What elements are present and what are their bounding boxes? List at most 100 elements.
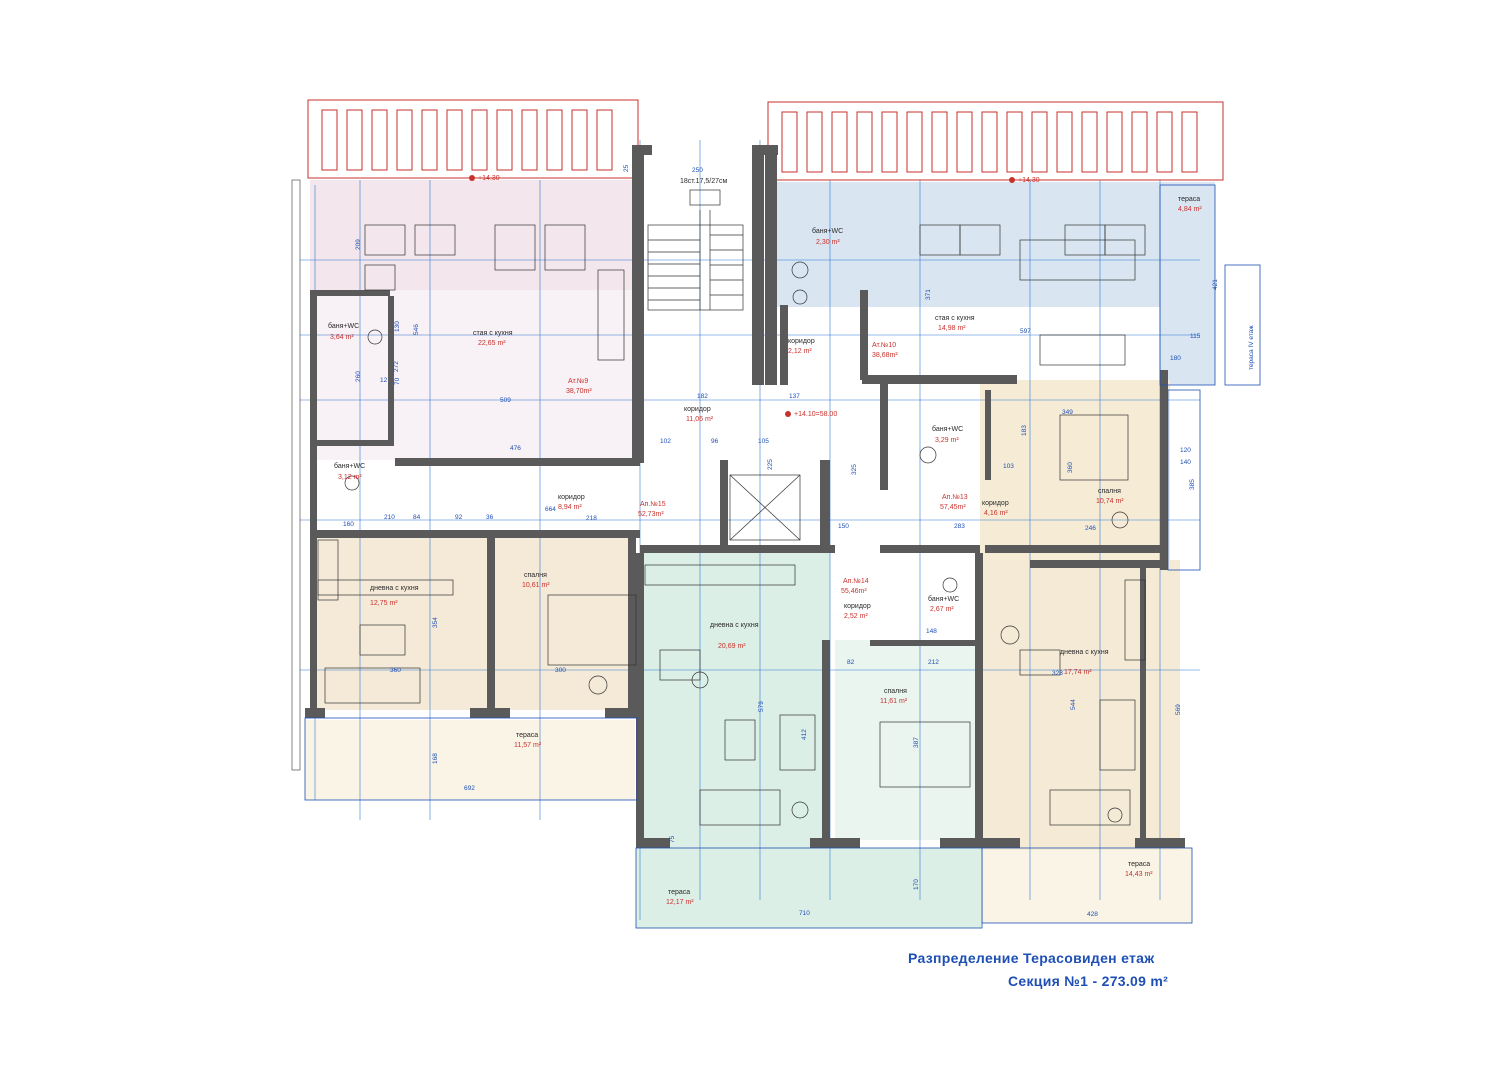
dim-label: 96 bbox=[711, 438, 719, 445]
dim-label: 428 bbox=[1087, 911, 1098, 918]
dim-label: 246 bbox=[1085, 525, 1096, 532]
room-area: 2,30 m² bbox=[816, 239, 840, 246]
room-labels: стая с кухня 22,65 m² баня+WC 3,64 m² ба… bbox=[328, 196, 1202, 906]
room-area: 14,98 m² bbox=[938, 325, 966, 332]
room-area: 2,67 m² bbox=[930, 606, 954, 613]
dim-label: 328 bbox=[1052, 670, 1063, 677]
room-area: 11,57 m² bbox=[514, 742, 542, 749]
room-name: коридор bbox=[788, 338, 815, 345]
plan-caption-line1: Разпределение Терасовиден етаж bbox=[908, 950, 1155, 966]
dim-label: 160 bbox=[343, 521, 354, 528]
level-right: +14.30 bbox=[1018, 177, 1040, 184]
room-name: спалня bbox=[1098, 488, 1121, 495]
room-fills bbox=[305, 180, 1215, 928]
dim-label: 180 bbox=[1170, 355, 1181, 362]
dim-label: 84 bbox=[413, 514, 421, 521]
dim-label: 546 bbox=[413, 324, 420, 335]
dim-label: 692 bbox=[464, 785, 475, 792]
room-area: 10,74 m² bbox=[1096, 498, 1124, 505]
dim-label: 544 bbox=[1070, 699, 1077, 710]
room-name: коридор bbox=[982, 500, 1009, 507]
room-name: спалня bbox=[524, 572, 547, 579]
dim-label: 664 bbox=[545, 506, 556, 513]
room-name: спалня bbox=[884, 688, 907, 695]
dim-label: 170 bbox=[913, 879, 920, 890]
dim-label: 25 bbox=[623, 164, 630, 172]
room-area: 8,94 m² bbox=[558, 504, 582, 511]
apartment-name: Ап.№15 bbox=[640, 501, 666, 508]
room-name: тераса bbox=[516, 732, 538, 739]
apartment-area: 57,45m² bbox=[940, 504, 966, 511]
apartment-name: Ап.№14 bbox=[843, 578, 869, 585]
apartment-name: Ап.№13 bbox=[942, 494, 968, 501]
room-name: стая с кухня bbox=[473, 330, 513, 337]
room-area: 22,65 m² bbox=[478, 340, 506, 347]
dim-label: 212 bbox=[928, 659, 939, 666]
dim-label: 92 bbox=[455, 514, 463, 521]
dim-label: 597 bbox=[1020, 328, 1031, 335]
dim-label: 283 bbox=[954, 523, 965, 530]
room-name: коридор bbox=[844, 603, 871, 610]
dim-label: 421 bbox=[1212, 279, 1219, 290]
room-area: 11,06 m² bbox=[686, 416, 714, 423]
level-left: +14.30 bbox=[478, 175, 500, 182]
level-markers: +14.30 +14.30 +14.10=58.00 18ст.17,5/27с… bbox=[469, 175, 1255, 418]
dim-label: 218 bbox=[586, 515, 597, 522]
room-area: 4,84 m² bbox=[1178, 206, 1202, 213]
room-name: баня+WC bbox=[328, 322, 359, 330]
dim-label: 412 bbox=[801, 729, 808, 740]
plan-caption-line2: Секция №1 - 273.09 m² bbox=[1008, 973, 1169, 989]
dim-label: 360 bbox=[1067, 462, 1074, 473]
dim-label: 354 bbox=[432, 617, 439, 628]
room-area: 2,12 m² bbox=[788, 348, 812, 355]
apartment-labels: Ат.№9 38,70m² Ат.№10 38,68m² Ап.№15 52,7… bbox=[566, 342, 968, 595]
dim-label: 209 bbox=[355, 239, 362, 250]
dim-label: 260 bbox=[355, 371, 362, 382]
side-terrace-note: тераса IV етаж bbox=[1248, 325, 1255, 370]
stair bbox=[647, 189, 744, 311]
top-parapet-right bbox=[767, 101, 1224, 181]
walls bbox=[305, 145, 1185, 848]
dim-label: 509 bbox=[500, 397, 511, 404]
room-area: 3,12 m² bbox=[338, 474, 362, 481]
elevator-shaft bbox=[729, 474, 801, 541]
room-area: 12,75 m² bbox=[370, 600, 398, 607]
apartment-name: Ат.№9 bbox=[568, 378, 588, 385]
dim-label: 710 bbox=[799, 910, 810, 917]
room-name: баня+WC bbox=[812, 227, 843, 235]
dim-label: 569 bbox=[1175, 704, 1182, 715]
apartment-area: 38,70m² bbox=[566, 388, 592, 395]
dim-label: 75 bbox=[669, 835, 676, 843]
dim-label: 371 bbox=[925, 289, 932, 300]
apartment-area: 55,46m² bbox=[841, 588, 867, 595]
dim-label: 70 bbox=[394, 377, 401, 385]
room-name: тераса bbox=[668, 889, 690, 896]
dim-label: 82 bbox=[847, 659, 855, 666]
room-area: 20,69 m² bbox=[718, 643, 746, 650]
room-area: 11,61 m² bbox=[880, 698, 908, 705]
room-name: коридор bbox=[684, 406, 711, 413]
dim-label: 300 bbox=[555, 667, 566, 674]
room-area: 3,29 m² bbox=[935, 437, 959, 444]
dim-label: 120 bbox=[1180, 447, 1191, 454]
dim-label: 250 bbox=[692, 167, 703, 174]
stair-note: 18ст.17,5/27см bbox=[680, 178, 728, 185]
dim-label: 102 bbox=[660, 438, 671, 445]
dim-label: 182 bbox=[697, 393, 708, 400]
dim-label: 12 bbox=[380, 377, 388, 384]
dim-label: 210 bbox=[384, 514, 395, 521]
dimension-numbers: 250 546 272 509 476 664 218 160 84 360 3… bbox=[343, 164, 1219, 918]
apartment-area: 52,73m² bbox=[638, 511, 664, 518]
dim-label: 360 bbox=[390, 667, 401, 674]
dim-label: 150 bbox=[838, 523, 849, 530]
dim-label: 325 bbox=[851, 464, 858, 475]
level-center: +14.10=58.00 bbox=[794, 411, 837, 418]
dim-label: 349 bbox=[1062, 409, 1073, 416]
dim-label: 115 bbox=[1190, 333, 1201, 340]
dim-label: 579 bbox=[758, 701, 765, 712]
dim-label: 137 bbox=[789, 393, 800, 400]
room-area: 14,43 m² bbox=[1125, 871, 1153, 878]
dim-label: 385 bbox=[1189, 479, 1196, 490]
room-area: 3,64 m² bbox=[330, 334, 354, 341]
